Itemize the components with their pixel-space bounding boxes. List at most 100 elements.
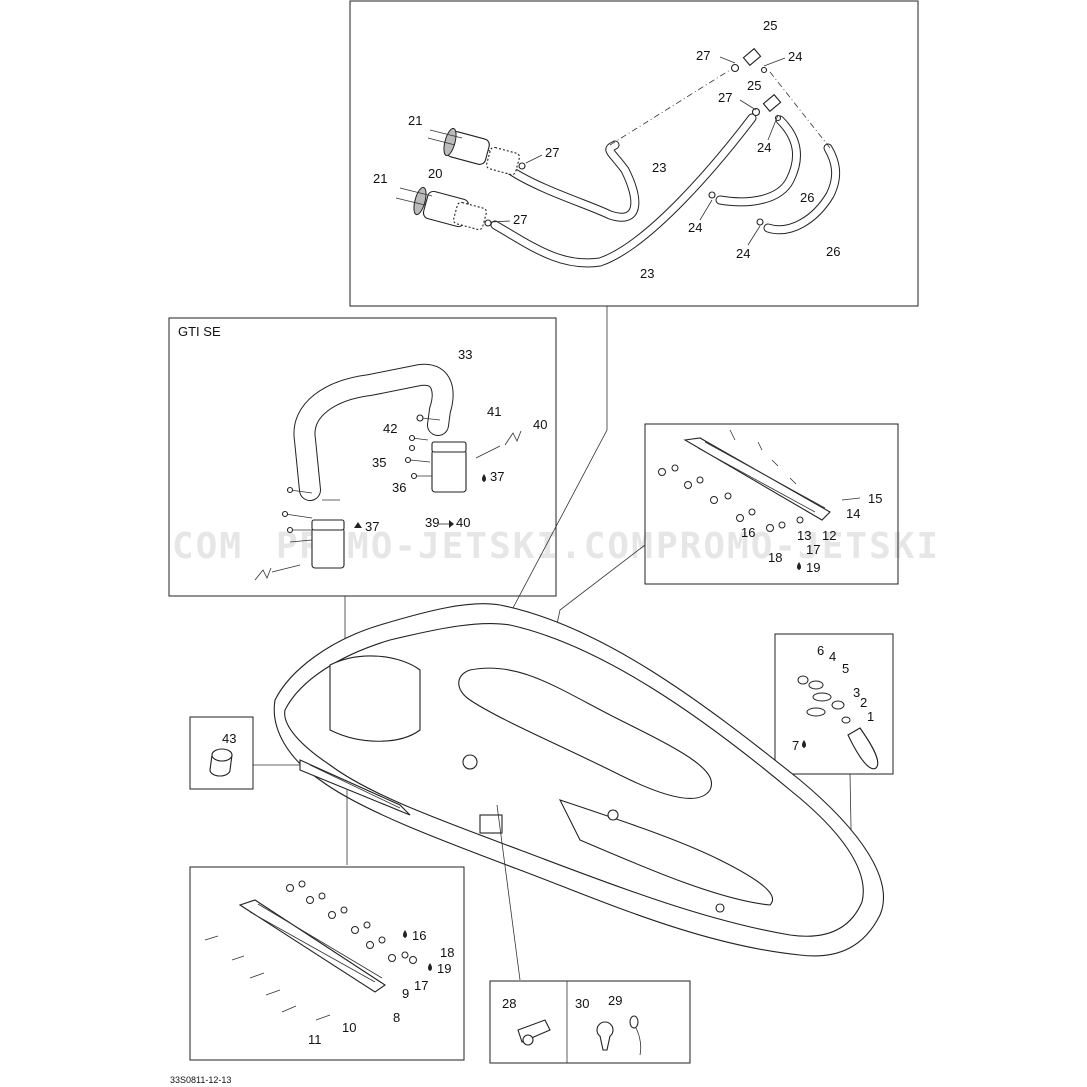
gti-se-title: GTI SE <box>178 324 221 339</box>
label-27-top: 27 <box>696 48 710 63</box>
label-11: 11 <box>308 1032 322 1047</box>
label-4: 4 <box>829 649 836 664</box>
label-36: 36 <box>392 480 406 495</box>
label-30: 30 <box>575 996 589 1011</box>
label-14: 14 <box>846 506 860 521</box>
hull-hatch <box>462 754 478 770</box>
leader-clips <box>496 804 521 981</box>
label-40-bottom: 40 <box>456 515 470 530</box>
label-24-lower-a: 24 <box>688 220 702 235</box>
pump-20-lower <box>413 186 487 231</box>
hose-assembly-box: 25 27 24 25 27 24 21 27 20 23 21 26 27 2… <box>349 0 919 307</box>
footrest-left <box>238 899 386 993</box>
label-23-lower: 23 <box>640 266 654 281</box>
clamp-27-lower <box>751 107 761 117</box>
label-26-lower: 26 <box>826 244 840 259</box>
label-37-left: 37 <box>365 519 379 534</box>
label-27-upper-pump: 27 <box>545 145 559 160</box>
label-26-upper: 26 <box>800 190 814 205</box>
fitting-25-upper <box>742 47 762 67</box>
clips-box: 28 30 29 <box>489 980 691 1064</box>
label-33: 33 <box>458 347 472 362</box>
arrow-up-icon <box>354 522 362 528</box>
hull-deck <box>284 622 864 937</box>
label-23-upper: 23 <box>652 160 666 175</box>
label-20: 20 <box>428 166 442 181</box>
label-18: 18 <box>768 550 782 565</box>
rivet-30 <box>596 1021 614 1039</box>
engine-cover <box>329 655 421 742</box>
plug-box: 6 4 5 3 2 1 7 <box>774 633 894 775</box>
footrest-left-box: 16 18 19 17 9 8 10 11 <box>189 866 465 1061</box>
label-8: 8 <box>393 1010 400 1025</box>
label-24-top: 24 <box>788 49 802 64</box>
routing-line-2 <box>769 71 831 149</box>
gti-se-frame <box>168 317 557 597</box>
label-28: 28 <box>502 996 516 1011</box>
label-21-upper: 21 <box>408 113 422 128</box>
plug-frame <box>774 633 894 775</box>
oil-drop-icon <box>482 474 486 482</box>
label-42: 42 <box>383 421 397 436</box>
oil-drop-icon <box>802 740 806 748</box>
label-37-right: 37 <box>490 469 504 484</box>
label-12: 12 <box>822 528 836 543</box>
label-40-top: 40 <box>533 417 547 432</box>
pump-20-upper <box>443 127 520 176</box>
label-15: 15 <box>868 491 882 506</box>
label-19-left: 19 <box>437 961 451 976</box>
label-2: 2 <box>860 695 867 710</box>
label-9: 9 <box>402 986 409 1001</box>
label-27-mid: 27 <box>718 90 732 105</box>
label-16: 16 <box>741 525 755 540</box>
part-43-box: 43 <box>189 716 254 790</box>
label-16-left: 16 <box>412 928 426 943</box>
bracket-39 <box>431 449 467 493</box>
bracket-left <box>311 527 345 569</box>
label-29: 29 <box>608 993 622 1008</box>
label-1: 1 <box>867 709 874 724</box>
seat <box>458 667 713 799</box>
clamp-27-upper <box>730 63 740 73</box>
part-43-frame <box>189 716 254 790</box>
clips-frame <box>489 980 691 1064</box>
bolts-21-upper <box>427 129 463 146</box>
label-6: 6 <box>817 643 824 658</box>
oil-drop-icon <box>428 963 432 971</box>
hose-box-frame <box>349 0 919 307</box>
clamp-24-d <box>756 218 764 226</box>
footrest-left-frame <box>189 866 465 1061</box>
watermark-right: PROMO-JETSKI <box>656 526 940 567</box>
hull-bracket <box>479 814 503 834</box>
footrest-right-box: 15 14 16 12 13 17 18 19 <box>644 423 899 585</box>
footrest-right <box>683 437 831 521</box>
clamp-24-c <box>708 191 716 199</box>
label-21-lower: 21 <box>373 171 387 186</box>
label-18-left: 18 <box>440 945 454 960</box>
label-17: 17 <box>806 542 820 557</box>
routing-line-1 <box>609 69 731 146</box>
label-17-left: 17 <box>414 978 428 993</box>
footrest-right-frame <box>644 423 899 585</box>
plug-1 <box>847 727 879 770</box>
label-24-mid: 24 <box>757 140 771 155</box>
label-39: 39 <box>425 515 439 530</box>
label-43: 43 <box>222 731 236 746</box>
clamp-27-c <box>518 162 526 170</box>
label-13: 13 <box>797 528 811 543</box>
spring-40 <box>504 430 522 446</box>
gti-se-box: GTI SE 33 41 42 40 35 37 36 39 40 37 <box>168 317 557 597</box>
drawing-code: 33S0811-12-13 <box>170 1075 231 1085</box>
label-27-lower-pump: 27 <box>513 212 527 227</box>
label-19: 19 <box>806 560 820 575</box>
label-10: 10 <box>342 1020 356 1035</box>
oil-drop-icon <box>797 562 801 570</box>
label-25-top: 25 <box>763 18 777 33</box>
bolts-21-lower <box>395 187 433 206</box>
label-35: 35 <box>372 455 386 470</box>
spring-left <box>254 567 272 581</box>
label-5: 5 <box>842 661 849 676</box>
footwell <box>558 799 774 906</box>
